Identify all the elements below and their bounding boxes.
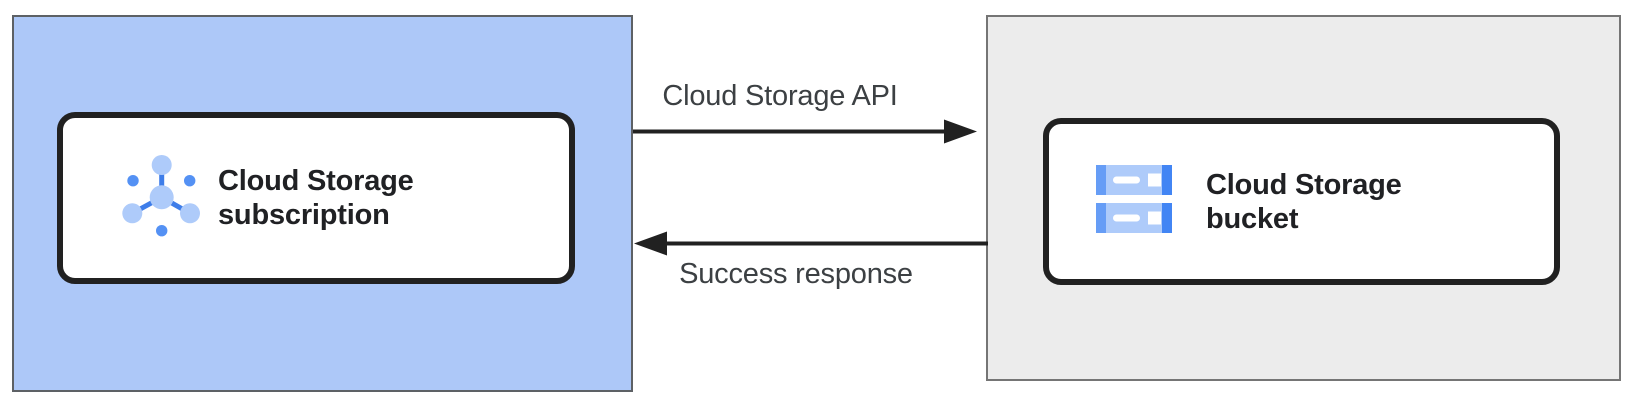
response-arrowhead-icon xyxy=(634,231,667,256)
request-arrow xyxy=(633,119,977,144)
response-arrow xyxy=(634,231,988,256)
subscription-card-label: Cloud Storage subscription xyxy=(218,165,414,231)
bucket-card-label: Cloud Storage bucket xyxy=(1206,168,1402,235)
bucket-zone: Cloud Storage bucket xyxy=(986,15,1621,381)
request-arrowhead-icon xyxy=(944,119,977,144)
subscription-card: Cloud Storage subscription xyxy=(57,112,575,284)
request-arrow-label: Cloud Storage API xyxy=(662,80,898,112)
pubsub-icon xyxy=(122,154,200,242)
subscription-zone: Cloud Storage subscription xyxy=(12,15,633,392)
bucket-card: Cloud Storage bucket xyxy=(1043,118,1560,285)
flow-arrows xyxy=(633,119,988,256)
response-arrow-label: Success response xyxy=(679,258,913,290)
cloud-storage-bucket-icon xyxy=(1096,165,1172,238)
